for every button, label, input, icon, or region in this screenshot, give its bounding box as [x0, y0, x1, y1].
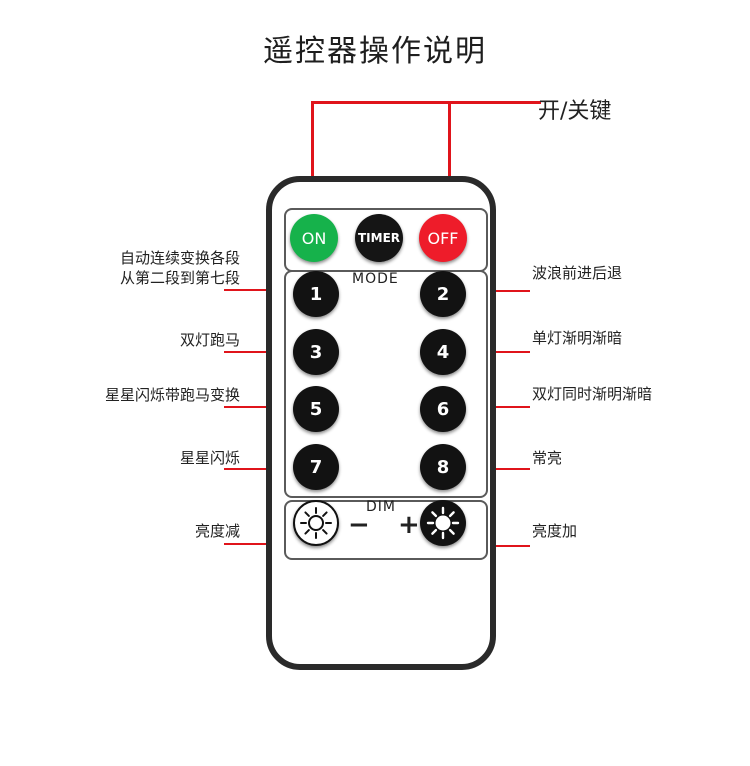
dim-label: DIM — [366, 499, 396, 515]
plus-sign: + — [398, 510, 420, 540]
label-mode-3: 双灯跑马 — [179, 331, 240, 349]
mode-label: MODE — [352, 271, 399, 287]
mode-7-button[interactable]: 7 — [293, 444, 339, 490]
mode-5-button[interactable]: 5 — [293, 386, 339, 432]
callout-line — [488, 351, 530, 353]
sun-dim-icon — [300, 507, 332, 539]
sun-bright-icon — [426, 506, 460, 540]
callout-line — [311, 101, 314, 209]
timer-button[interactable]: TIMER — [355, 214, 403, 262]
callout-line — [224, 406, 282, 408]
label-mode-1-line1: 自动连续变换各段 — [119, 249, 240, 267]
mode-8-button[interactable]: 8 — [420, 444, 466, 490]
label-dim-down: 亮度减 — [194, 522, 240, 540]
callout-line — [488, 290, 530, 292]
label-mode-1-line2: 从第二段到第七段 — [119, 269, 240, 287]
mode-3-button[interactable]: 3 — [293, 329, 339, 375]
dim-down-button[interactable] — [293, 500, 339, 546]
callout-line — [448, 101, 451, 209]
callout-line — [488, 545, 530, 547]
label-mode-5: 星星闪烁带跑马变换 — [104, 386, 240, 404]
label-mode-6: 双灯同时渐明渐暗 — [532, 385, 653, 403]
label-mode-4: 单灯渐明渐暗 — [532, 329, 623, 347]
page-title: 遥控器操作说明 — [263, 34, 487, 69]
callout-line — [224, 289, 282, 291]
minus-sign: − — [348, 510, 370, 540]
off-button[interactable]: OFF — [419, 214, 467, 262]
mode-1-button[interactable]: 1 — [293, 271, 339, 317]
mode-6-button[interactable]: 6 — [420, 386, 466, 432]
label-mode-7: 星星闪烁 — [179, 449, 240, 467]
label-mode-2: 波浪前进后退 — [532, 264, 623, 282]
callout-line — [224, 468, 282, 470]
callout-line — [488, 468, 530, 470]
label-mode-8: 常亮 — [532, 449, 563, 467]
callout-line — [224, 351, 282, 353]
callout-line — [311, 101, 541, 104]
label-dim-up: 亮度加 — [532, 522, 578, 540]
on-button[interactable]: ON — [290, 214, 338, 262]
callout-line — [488, 406, 530, 408]
mode-2-button[interactable]: 2 — [420, 271, 466, 317]
mode-4-button[interactable]: 4 — [420, 329, 466, 375]
power-key-label: 开/关键 — [538, 99, 612, 124]
dim-up-button[interactable] — [420, 500, 466, 546]
callout-line — [224, 543, 282, 545]
